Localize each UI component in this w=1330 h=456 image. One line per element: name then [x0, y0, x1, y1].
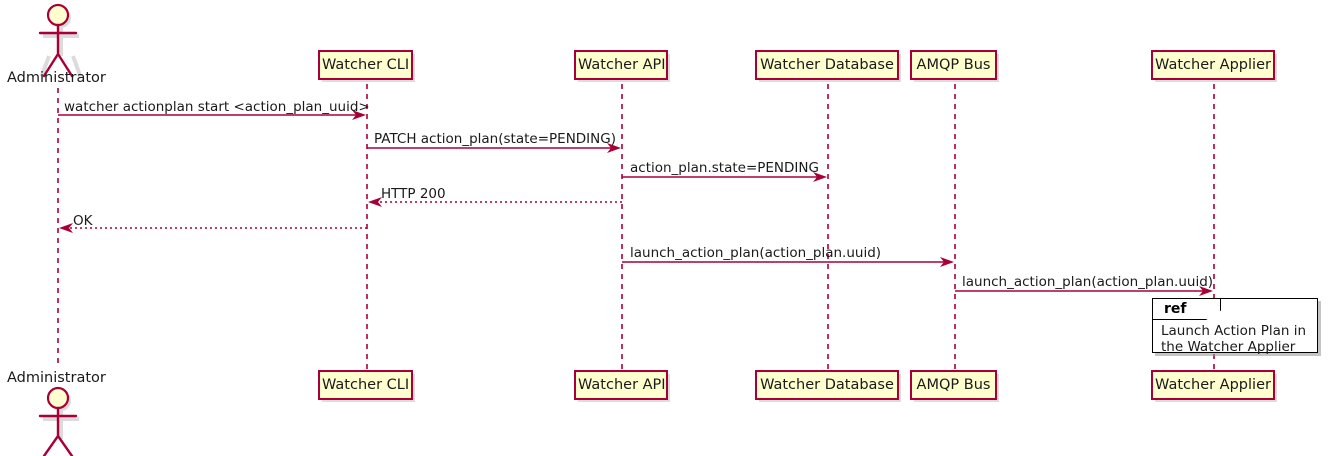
participant-label-watcher-applier-bottom: Watcher Applier — [1155, 377, 1271, 393]
participant-boxes-bottom — [318, 370, 1277, 402]
actor-administrator-top — [38, 3, 83, 78]
message-label-msg-3: action_plan.state=PENDING — [630, 160, 819, 176]
actor-head-icon-bottom — [46, 386, 70, 410]
actor-label-administrator-top: Administrator — [7, 70, 106, 86]
participant-label-watcher-api-top: Watcher API — [578, 57, 666, 73]
participant-label-watcher-database-top: Watcher Database — [760, 57, 894, 73]
message-label-msg-4: HTTP 200 — [381, 186, 446, 202]
participant-label-amqp-bus-bottom: AMQP Bus — [916, 377, 991, 393]
actor-body-icon-bottom — [38, 406, 78, 456]
participant-box-watcher-applier-top[interactable] — [1151, 50, 1275, 80]
message-arrow-msg-4 — [368, 197, 622, 207]
actor-body-icon — [38, 23, 78, 78]
message-arrow-msg-6 — [622, 257, 954, 267]
participant-box-watcher-api-top[interactable] — [574, 50, 668, 80]
message-arrow-msg-1 — [58, 110, 366, 120]
message-arrow-msg-2 — [367, 143, 621, 153]
participant-box-watcher-database-bottom[interactable] — [755, 370, 899, 400]
participant-label-watcher-applier-top: Watcher Applier — [1155, 57, 1271, 73]
participant-label-amqp-bus-top: AMQP Bus — [916, 57, 991, 73]
participant-box-watcher-cli-top[interactable] — [318, 50, 413, 80]
message-label-msg-2: PATCH action_plan(state=PENDING) — [374, 131, 616, 147]
message-arrow-msg-5 — [59, 223, 367, 233]
message-arrow-msg-3 — [622, 172, 827, 182]
actor-label-administrator-bottom: Administrator — [7, 370, 106, 386]
ref-fragment-keyword: ref — [1164, 301, 1187, 317]
participant-boxes-top — [318, 50, 1277, 82]
participant-box-amqp-bus-top[interactable] — [910, 50, 997, 80]
actor-administrator-bottom — [38, 386, 79, 456]
ref-fragment-box[interactable]: ref Launch Action Plan in the Watcher Ap… — [1152, 298, 1318, 356]
participant-label-watcher-api-bottom: Watcher API — [578, 377, 666, 393]
message-label-msg-1: watcher actionplan start <action_plan_uu… — [64, 99, 370, 115]
ref-fragment-text: Launch Action Plan in the Watcher Applie… — [1161, 323, 1307, 356]
participant-box-watcher-cli-bottom[interactable] — [318, 370, 413, 400]
participant-box-watcher-database-top[interactable] — [755, 50, 899, 80]
message-arrow-msg-7 — [955, 286, 1213, 296]
message-label-msg-6: launch_action_plan(action_plan.uuid) — [630, 245, 882, 261]
ref-fragment-tab — [1153, 299, 1221, 320]
participant-box-watcher-api-bottom[interactable] — [574, 370, 668, 400]
participant-box-watcher-applier-bottom[interactable] — [1151, 370, 1275, 400]
actor-head-icon — [46, 3, 70, 27]
message-label-msg-7: launch_action_plan(action_plan.uuid) — [962, 274, 1214, 290]
participant-label-watcher-cli-bottom: Watcher CLI — [322, 377, 410, 393]
participant-label-watcher-cli-top: Watcher CLI — [322, 57, 410, 73]
participant-label-watcher-database-bottom: Watcher Database — [760, 377, 894, 393]
participant-box-amqp-bus-bottom[interactable] — [910, 370, 997, 400]
lifelines — [57, 84, 1215, 370]
message-label-msg-5: OK — [73, 213, 93, 229]
